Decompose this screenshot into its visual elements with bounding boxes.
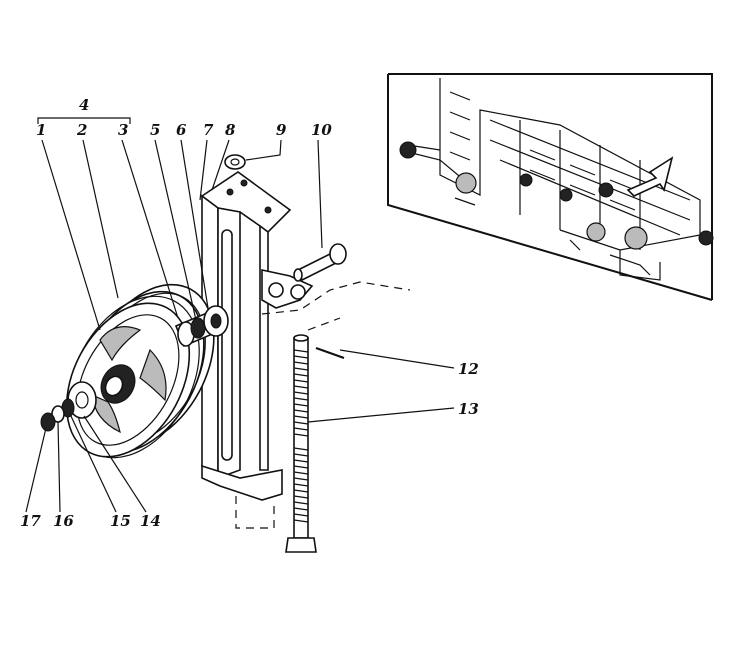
label-16: 16: [53, 512, 74, 530]
group-bracket-4: [37, 117, 131, 124]
threaded-rod-13: [285, 317, 341, 553]
label-8: 8: [225, 121, 236, 139]
label-4: 4: [79, 96, 89, 114]
mounting-bracket: [200, 171, 411, 529]
label-17: 17: [20, 512, 41, 530]
label-2: 2: [76, 121, 87, 139]
label-3: 3: [118, 121, 128, 139]
bolt-10: [293, 243, 347, 282]
pin-12: [315, 347, 345, 359]
shaft-and-bearings: [174, 305, 229, 348]
label-15: 15: [110, 512, 131, 530]
nut-17: [40, 412, 56, 432]
inset-machine-view: [387, 73, 714, 301]
washer-9: [224, 154, 246, 170]
label-7: 7: [203, 121, 214, 139]
callout-labels: 4 1 2 3 5 6 7 8 9 10 12 13 17 16 15 14: [20, 96, 479, 530]
leader-lines: [25, 139, 455, 513]
label-13: 13: [458, 400, 479, 418]
label-12: 12: [458, 360, 479, 378]
label-1: 1: [36, 121, 46, 139]
label-9: 9: [276, 121, 287, 139]
fasteners-14-17: [40, 381, 97, 432]
arrow-indicator-icon: [626, 156, 674, 197]
label-6: 6: [176, 121, 187, 139]
label-14: 14: [140, 512, 161, 530]
label-10: 10: [311, 121, 332, 139]
label-5: 5: [150, 121, 160, 139]
pulley-assembly: [65, 283, 215, 459]
